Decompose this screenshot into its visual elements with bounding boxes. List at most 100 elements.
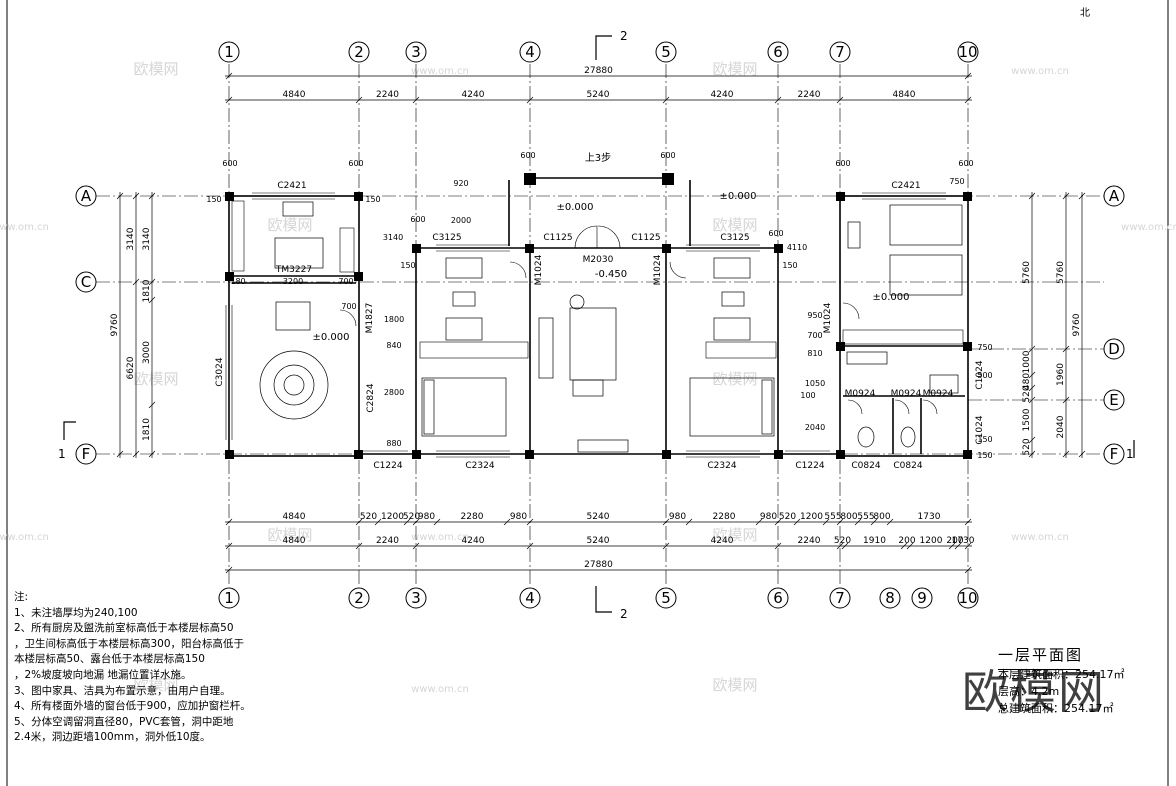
dim-top: 5240 [587, 90, 610, 100]
door-label: M1024 [534, 254, 544, 285]
dimension-tick [662, 96, 670, 104]
watermark-text: 欧模网 [133, 676, 178, 694]
dimension-tick [1028, 192, 1036, 200]
dimension-tick [412, 96, 420, 104]
furniture [259, 201, 963, 453]
sheet-border [6, 0, 1169, 786]
window-label: C1224 [373, 461, 402, 471]
dim-small: 2040 [805, 423, 825, 432]
axis-label: D [1108, 340, 1120, 358]
watermark-text: 欧模网 [712, 370, 757, 388]
axis-label: 2 [354, 43, 364, 61]
dimension-tick [433, 518, 441, 526]
watermark-url: www.om.cn [1011, 66, 1069, 77]
door-label: M0924 [923, 389, 954, 399]
dimension-tick [870, 518, 878, 526]
total-area: 总建筑面积：254.17㎡ [998, 702, 1114, 715]
dimension-tick [1062, 345, 1070, 353]
watermark-url: www.om.cn [411, 532, 469, 543]
dim-bottom-1: 1730 [918, 512, 941, 522]
dim-bottom-2: 1730 [952, 536, 975, 546]
dimension-tick [1028, 371, 1036, 379]
dim-right-outer: 9760 [1072, 313, 1082, 336]
dimension-tick [355, 542, 363, 550]
axis-label: 5 [661, 589, 671, 607]
dim-bottom-2: 4840 [283, 536, 306, 546]
window-label: C2421 [277, 181, 306, 191]
axis-bubble [879, 587, 901, 609]
elevation-label: ±0.000 [312, 332, 349, 343]
dim-overall-bottom: 27880 [584, 560, 613, 570]
dimension-tick [148, 450, 156, 458]
axis-bubble [957, 41, 979, 63]
dim-bottom-1: 980 [760, 512, 777, 522]
window-label: C0824 [893, 461, 922, 471]
window-label: C2324 [465, 461, 494, 471]
balustrade-hatch [231, 200, 964, 359]
axis-grid-lines [96, 64, 1104, 586]
watermark-url: www.om.cn [1121, 222, 1176, 233]
dim-small: 150 [365, 195, 380, 204]
dimension-tick [526, 96, 534, 104]
dim-bottom-1: 2280 [713, 512, 736, 522]
watermark-text: 欧模网 [712, 526, 757, 544]
dim-left-outer: 9760 [110, 313, 120, 336]
dim-small: 880 [386, 439, 401, 448]
dim-left-mid: 3140 [126, 227, 136, 250]
dim-small: 150 [782, 261, 797, 270]
dimension-tick [793, 518, 801, 526]
dim-bottom-1: 980 [418, 512, 435, 522]
dim-small: 150 [977, 435, 992, 444]
door-label: M1024 [653, 254, 663, 285]
axis-label: F [82, 445, 91, 463]
section-marks [63, 35, 1135, 613]
dim-bottom-2: 5240 [587, 536, 610, 546]
axis-bubble [767, 41, 789, 63]
dimension-tick [964, 542, 972, 550]
dimension-tick [225, 96, 233, 104]
dim-right-inner: 520 [1022, 438, 1032, 455]
watermark-url: www.om.cn [1011, 532, 1069, 543]
axis-label: 10 [958, 589, 977, 607]
door-label: M1827 [365, 303, 375, 334]
axis-bubble [218, 41, 240, 63]
dim-right-mid: 5760 [1056, 261, 1066, 284]
dim-right-mid: 1960 [1056, 363, 1066, 386]
dim-bottom-2: 200 [946, 536, 963, 546]
door-swings [339, 225, 938, 415]
axis-bubble [655, 41, 677, 63]
dimension-tick [374, 518, 382, 526]
axis-bubble [1103, 185, 1125, 207]
dim-top: 4840 [283, 90, 306, 100]
dimension-tick [116, 450, 124, 458]
elevation-label: ±0.000 [719, 191, 756, 202]
door-label: TM3227 [275, 265, 312, 275]
dimension-tick [225, 566, 233, 574]
dim-left-inner: 3000 [142, 341, 152, 364]
window-label: C3024 [215, 357, 225, 386]
axis-bubble [218, 587, 240, 609]
dimension-tick [148, 401, 156, 409]
dim-bottom-2: 1910 [863, 536, 886, 546]
dim-small: 750 [977, 343, 992, 352]
dim-top: 4240 [711, 90, 734, 100]
dim-right-inner: 1500 [1022, 408, 1032, 431]
dimension-tick [132, 450, 140, 458]
watermark-url: www.om.cn [0, 532, 49, 543]
dim-overall-top: 27880 [584, 66, 613, 76]
dimension-tick [964, 72, 972, 80]
axis-label: 10 [958, 43, 977, 61]
dim-bottom-2: 1200 [920, 536, 943, 546]
dimension-tick [954, 542, 962, 550]
dim-small: 920 [453, 179, 468, 188]
dimension-tick [148, 296, 156, 304]
dimension-tick [841, 542, 849, 550]
dim-small: 2800 [384, 388, 404, 397]
dimension-tick [948, 542, 956, 550]
elevation-label: ±0.000 [872, 292, 909, 303]
watermark-text: 欧模网 [712, 216, 757, 234]
elevation-label: ±0.000 [556, 202, 593, 213]
dim-small: 600 [222, 159, 237, 168]
dim-top: 2240 [376, 90, 399, 100]
